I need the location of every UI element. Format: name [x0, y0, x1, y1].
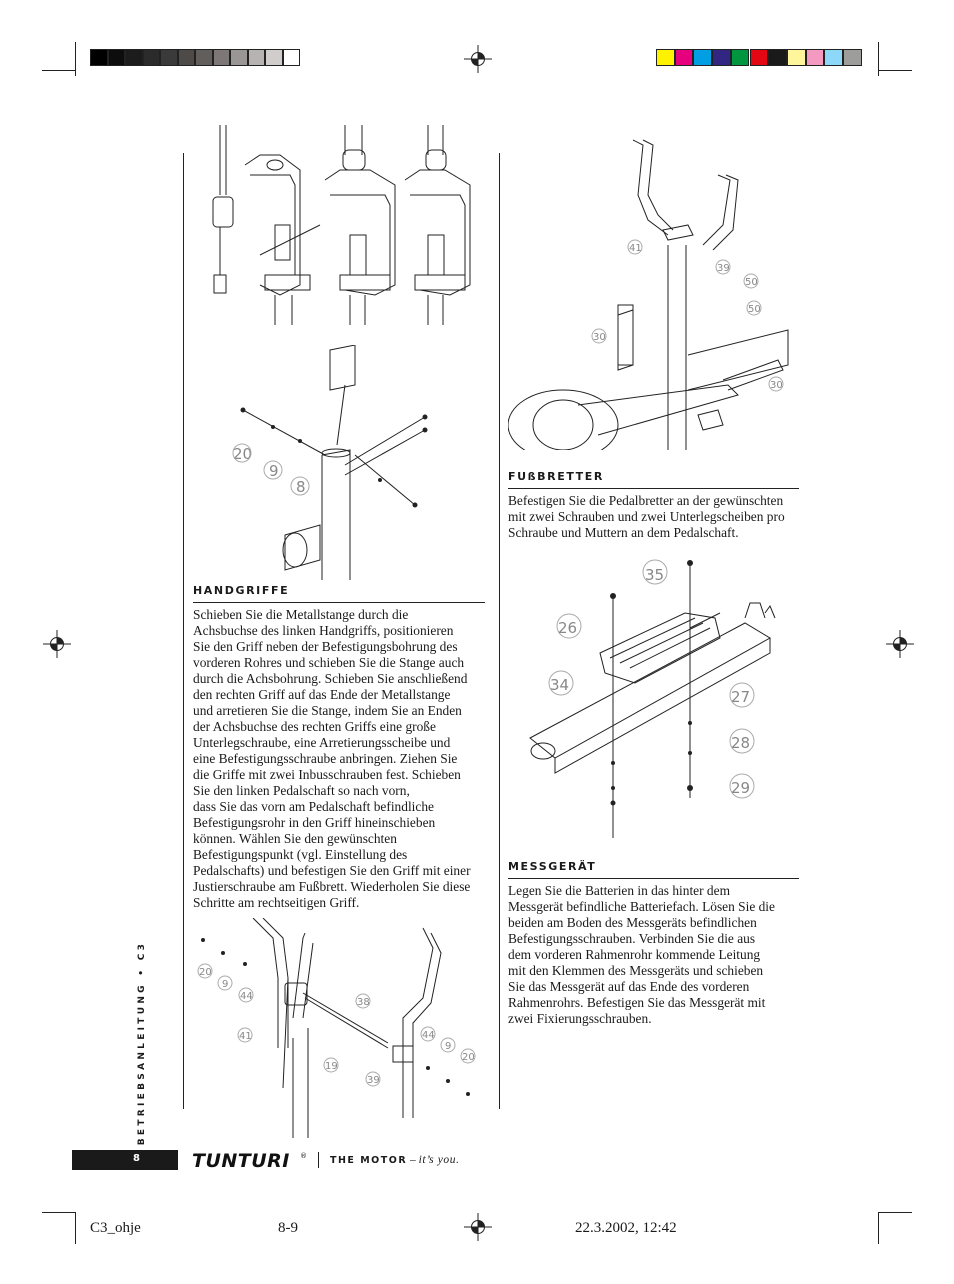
tunturi-logo: TUNTURI ®: [192, 1150, 307, 1172]
slogan-motor: THE MOTOR: [330, 1155, 408, 1166]
svg-text:TUNTURI: TUNTURI: [192, 1150, 290, 1172]
registration-mark-bottom: [464, 1213, 492, 1241]
callout-30b: 30: [770, 380, 783, 391]
callout-28: 28: [731, 734, 750, 752]
callout-20a: 20: [233, 445, 252, 463]
callouts-grips: 20 9 44 41 38 19 39 44 9 20: [199, 967, 475, 1086]
grayscale-bar-swatch: [212, 49, 230, 66]
grayscale-bar-swatch: [142, 49, 160, 66]
callout-44a: 44: [240, 991, 253, 1002]
grip-assembly-figure: 20 9 44 41 38 19 39 44 9 20: [197, 918, 476, 1138]
color-bar-swatch: [768, 49, 787, 66]
color-bar-swatch: [824, 49, 843, 66]
side-label-text: BETRIEBSANLEITUNG • C3: [137, 940, 147, 1146]
grayscale-bar-swatch: [160, 49, 178, 66]
slug-datetime: 22.3.2002, 12:42: [575, 1220, 677, 1236]
fussbretter-title: FUßBRETTER: [508, 470, 604, 483]
frame-figure: 41 39 50 50 30 30: [508, 139, 789, 450]
callout-38: 38: [357, 997, 370, 1008]
color-bar-swatch: [749, 49, 769, 66]
slug-file: C3_ohje: [90, 1220, 141, 1236]
color-bar-swatch: [786, 49, 806, 66]
callout-9a: 9: [269, 462, 279, 480]
handgriffe-title: HANDGRIFFE: [193, 584, 290, 597]
messgeraet-rule: [508, 878, 799, 879]
callout-41b: 41: [629, 243, 642, 254]
callout-50b: 50: [748, 304, 761, 315]
color-bar-swatch: [674, 49, 694, 66]
callout-26: 26: [558, 619, 577, 637]
side-label: BETRIEBSANLEITUNG • C3: [135, 941, 149, 1146]
page-number-bar: 8: [72, 1150, 178, 1170]
callout-20c: 20: [462, 1052, 475, 1063]
grayscale-bar-swatch: [195, 49, 213, 66]
registration-mark-right: [886, 630, 914, 658]
slug-pages: 8-9: [278, 1220, 298, 1236]
slogan: THE MOTOR – it’s you.: [330, 1154, 460, 1166]
grayscale-bar-swatch: [230, 49, 248, 66]
svg-text:®: ®: [300, 1152, 307, 1160]
callout-39a: 39: [367, 1075, 380, 1086]
color-bar-swatch: [712, 49, 731, 66]
callout-39b: 39: [717, 263, 730, 274]
grayscale-bar-swatch: [177, 49, 195, 66]
callout-41a: 41: [239, 1031, 252, 1042]
callout-19: 19: [325, 1061, 338, 1072]
callout-20b: 20: [199, 967, 212, 978]
column-rule-left: [183, 153, 184, 1109]
column-rule-middle: [499, 153, 500, 1109]
callout-8: 8: [296, 478, 306, 496]
grayscale-bar-swatch: [247, 49, 265, 66]
callout-35: 35: [645, 566, 664, 584]
callouts-pedal: 35 26 34 27 28 29: [550, 566, 750, 797]
color-bar-swatch: [656, 49, 675, 66]
slogan-dash: –: [410, 1154, 416, 1166]
handgriffe-text: Schieben Sie die Metallstange durch die …: [193, 607, 471, 910]
color-bar-swatch: [805, 49, 825, 66]
fussbretter-rule: [508, 488, 799, 489]
grayscale-bar-swatch: [265, 49, 283, 66]
callout-27: 27: [731, 688, 750, 706]
handlebar-clamp-figure: [212, 125, 471, 325]
callout-30a: 30: [593, 332, 606, 343]
handgriffe-rule: [193, 602, 485, 603]
callouts-handlebar: 20 9 8: [233, 445, 306, 496]
messgeraet-text: Legen Sie die Batterien in das hinter de…: [508, 883, 775, 1026]
callout-50a: 50: [745, 277, 758, 288]
messgeraet-title: MESSGERÄT: [508, 860, 597, 873]
fussbretter-text: Befestigen Sie die Pedalbretter an der g…: [508, 493, 785, 540]
callout-29: 29: [731, 779, 750, 797]
grayscale-bar-swatch: [125, 49, 143, 66]
grayscale-bar-swatch: [107, 49, 125, 66]
color-bar-swatch: [843, 49, 862, 66]
grayscale-bar-swatch: [90, 49, 108, 66]
grayscale-bar-swatch: [282, 49, 300, 66]
page-number: 8: [133, 1153, 140, 1164]
registration-mark-left: [43, 630, 71, 658]
callouts-frame: 41 39 50 50 30 30: [593, 243, 783, 391]
color-bar-swatch: [693, 49, 713, 66]
pedal-figure: 35 26 34 27 28 29: [529, 559, 776, 838]
registration-mark-top: [464, 45, 492, 73]
callout-9b: 9: [222, 979, 228, 990]
callout-9c: 9: [445, 1041, 451, 1052]
footer-divider: [318, 1152, 319, 1168]
slogan-itsyou: it’s you.: [418, 1154, 460, 1166]
callout-34: 34: [550, 676, 569, 694]
callout-44b: 44: [422, 1030, 435, 1041]
color-bar-swatch: [730, 49, 750, 66]
front-tube-figure: 20 9 8: [232, 345, 428, 580]
